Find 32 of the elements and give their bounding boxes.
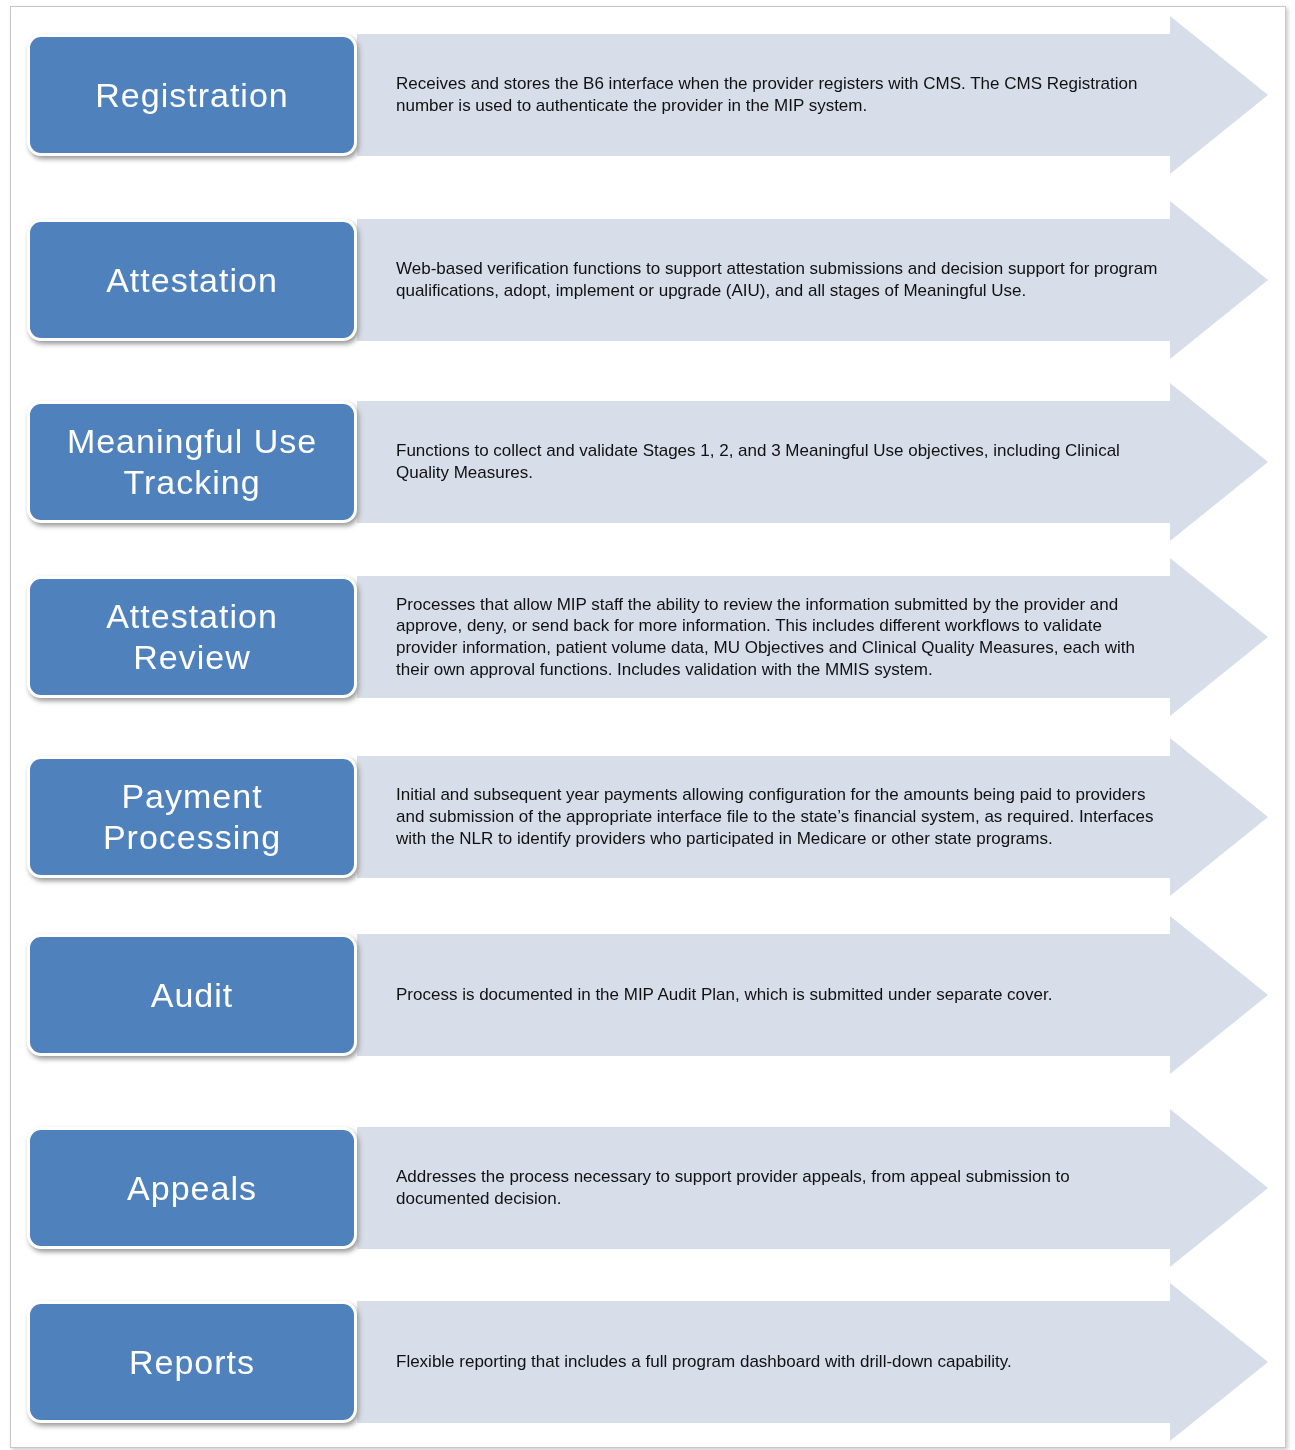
stage-title: Meaningful Use Tracking	[65, 421, 319, 503]
stage-box	[27, 34, 357, 156]
arrow-band	[357, 916, 1268, 1074]
description-text: Initial and subsequent year payments allowing configuration for the amounts being paid to providers and submission of the appropriate interface file to the state’s financial system, as required. Interfaces with the NLR to identify providers who participated in Medicare or other state programs.	[396, 784, 1155, 850]
arrow-band	[357, 16, 1268, 174]
stage-box	[27, 1301, 357, 1423]
stage-box	[27, 401, 357, 523]
arrow-band	[357, 201, 1268, 359]
arrow-band	[357, 558, 1268, 716]
stage-box	[27, 1127, 357, 1249]
description-text: Processes that allow MIP staff the ability to review the information submitted by the provider and approve, deny, or send back for more information. This includes different workflows to validate provider information, patient volume data, MU Objectives and Clinical Quality Measures, each with their own approval functions. Includes validation with the MMIS system.	[396, 593, 1136, 681]
stage-box	[27, 219, 357, 341]
description-text: Receives and stores the B6 interface when the provider registers with CMS. The CMS Registration number is used to authenticate the provider in the MIP system.	[396, 73, 1139, 117]
arrow-band	[357, 383, 1268, 541]
stage-box	[27, 756, 357, 878]
stage-title: Audit	[150, 974, 234, 1016]
arrow-band	[357, 738, 1268, 896]
stage-box	[27, 576, 357, 698]
stage-box	[27, 934, 357, 1056]
stage-title: Attestation	[106, 259, 278, 301]
description-text: Process is documented in the MIP Audit Plan, which is submitted under separate cover.	[396, 984, 1053, 1006]
arrow-band	[357, 1283, 1268, 1441]
description-text: Addresses the process necessary to support provider appeals, from appeal submission to documented decision.	[396, 1166, 1071, 1210]
description-text: Web-based verification functions to support attestation submissions and decision support for program qualifications, adopt, implement or upgrade (AIU), and all stages of Meaningful Use.	[396, 258, 1159, 302]
stage-title: Reports	[128, 1341, 256, 1383]
stage-title: Appeals	[127, 1167, 257, 1209]
stage-title: Registration	[95, 74, 289, 116]
description-text: Functions to collect and validate Stages 1, 2, and 3 Meaningful Use objectives, including Clinical Quality Measures.	[396, 440, 1121, 484]
arrow-band	[357, 1109, 1268, 1267]
stage-title: Attestation Review	[105, 596, 279, 678]
stage-title: Payment Processing	[101, 776, 283, 858]
description-text: Flexible reporting that includes a full program dashboard with drill-down capability.	[396, 1351, 1012, 1373]
